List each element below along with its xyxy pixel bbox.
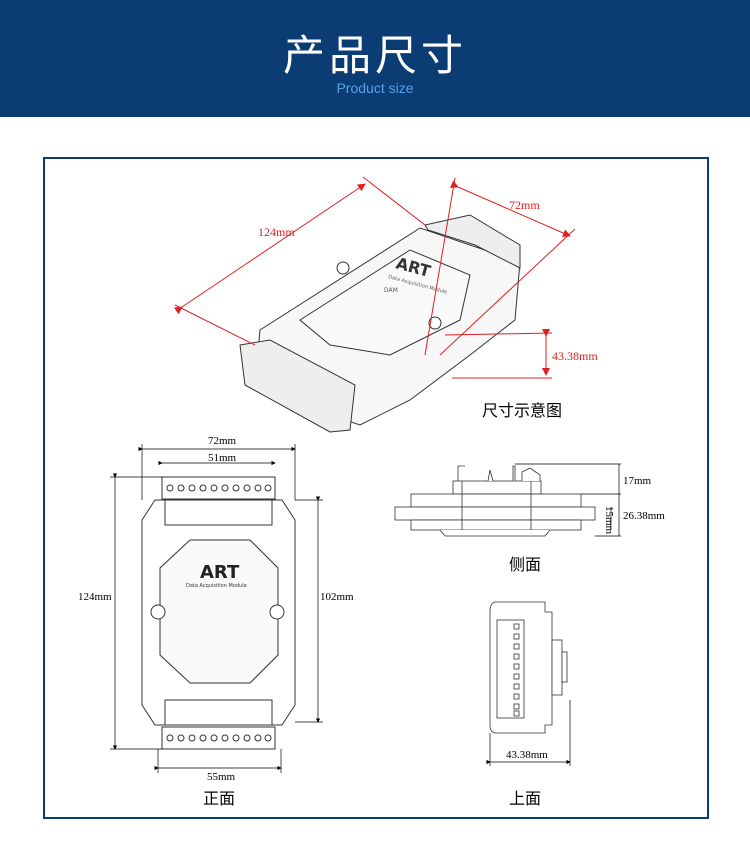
diagram-panel [43, 157, 709, 819]
top-view [489, 601, 568, 734]
side-view [394, 465, 596, 537]
front-logo-sub: Data Acquisition Module [186, 583, 247, 589]
header-banner: 产品尺寸 Product size [0, 0, 750, 117]
top-dimensions [486, 700, 571, 766]
top-terminal-block [161, 476, 276, 500]
iso-height-label: 43.38mm [552, 349, 598, 363]
side-17mm-label: 17mm [623, 475, 652, 487]
terminal-block-front [239, 339, 356, 433]
front-dimensions [110, 444, 323, 773]
iso-model: DAM [384, 287, 398, 294]
top-caption: 上面 [509, 789, 541, 808]
side-dimensions [515, 463, 621, 537]
isometric-view: ART Data Acquisition Module DAM [239, 214, 521, 433]
page-subtitle: Product size [336, 80, 414, 96]
front-caption: 正面 [203, 789, 235, 808]
iso-dimensions [173, 176, 576, 379]
front-width-label: 72mm [208, 435, 237, 447]
iso-width-label: 72mm [509, 198, 540, 212]
dim-line-72 [449, 180, 571, 237]
page-title: 产品尺寸 [282, 31, 467, 80]
front-inner-length-label: 102mm [320, 591, 354, 603]
iso-length-label: 124mm [258, 225, 295, 239]
bottom-terminal-block [161, 726, 276, 750]
front-logo: ART [200, 562, 240, 583]
dim-line-124 [173, 183, 366, 315]
front-view [141, 476, 296, 750]
side-15mm-label: 15mm [603, 506, 615, 535]
front-bottom-width-label: 55mm [207, 771, 236, 783]
side-26mm-label: 26.38mm [623, 510, 665, 522]
front-length-label: 124mm [78, 591, 112, 603]
iso-caption: 尺寸示意图 [482, 401, 562, 420]
side-caption: 侧面 [509, 555, 541, 574]
top-width-label: 43.38mm [506, 749, 548, 761]
front-terminal-width-label: 51mm [208, 452, 237, 464]
